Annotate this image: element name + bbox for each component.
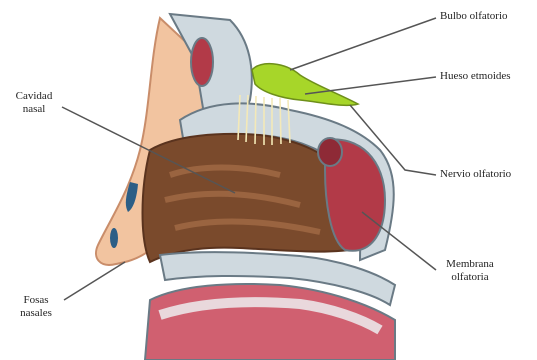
leader-bulbo [290, 18, 436, 70]
label-membrana-olfatoria: Membrana olfatoria [430, 258, 510, 284]
label-fosas-nasales: Fosas nasales [8, 294, 64, 320]
olfactory-bulb [252, 64, 358, 106]
label-membrana-line1: Membrana [430, 258, 510, 271]
label-cavidad-line1: Cavidad [6, 90, 62, 103]
label-bulbo-olfatorio: Bulbo olfatorio [440, 10, 508, 23]
blue-vessel-2 [110, 228, 118, 248]
frontal-sinus [191, 38, 213, 86]
sphenoid-inner [318, 138, 342, 166]
label-fosas-line1: Fosas [8, 294, 64, 307]
label-fosas-line2: nasales [8, 307, 64, 320]
label-membrana-line2: olfatoria [430, 271, 510, 284]
leader-hueso [305, 77, 436, 94]
leader-fosas [64, 262, 125, 300]
label-hueso-etmoides: Hueso etmoides [440, 70, 511, 83]
label-nervio-olfatorio: Nervio olfatorio [440, 168, 511, 181]
label-cavidad-nasal: Cavidad nasal [6, 90, 62, 116]
label-cavidad-line2: nasal [6, 103, 62, 116]
